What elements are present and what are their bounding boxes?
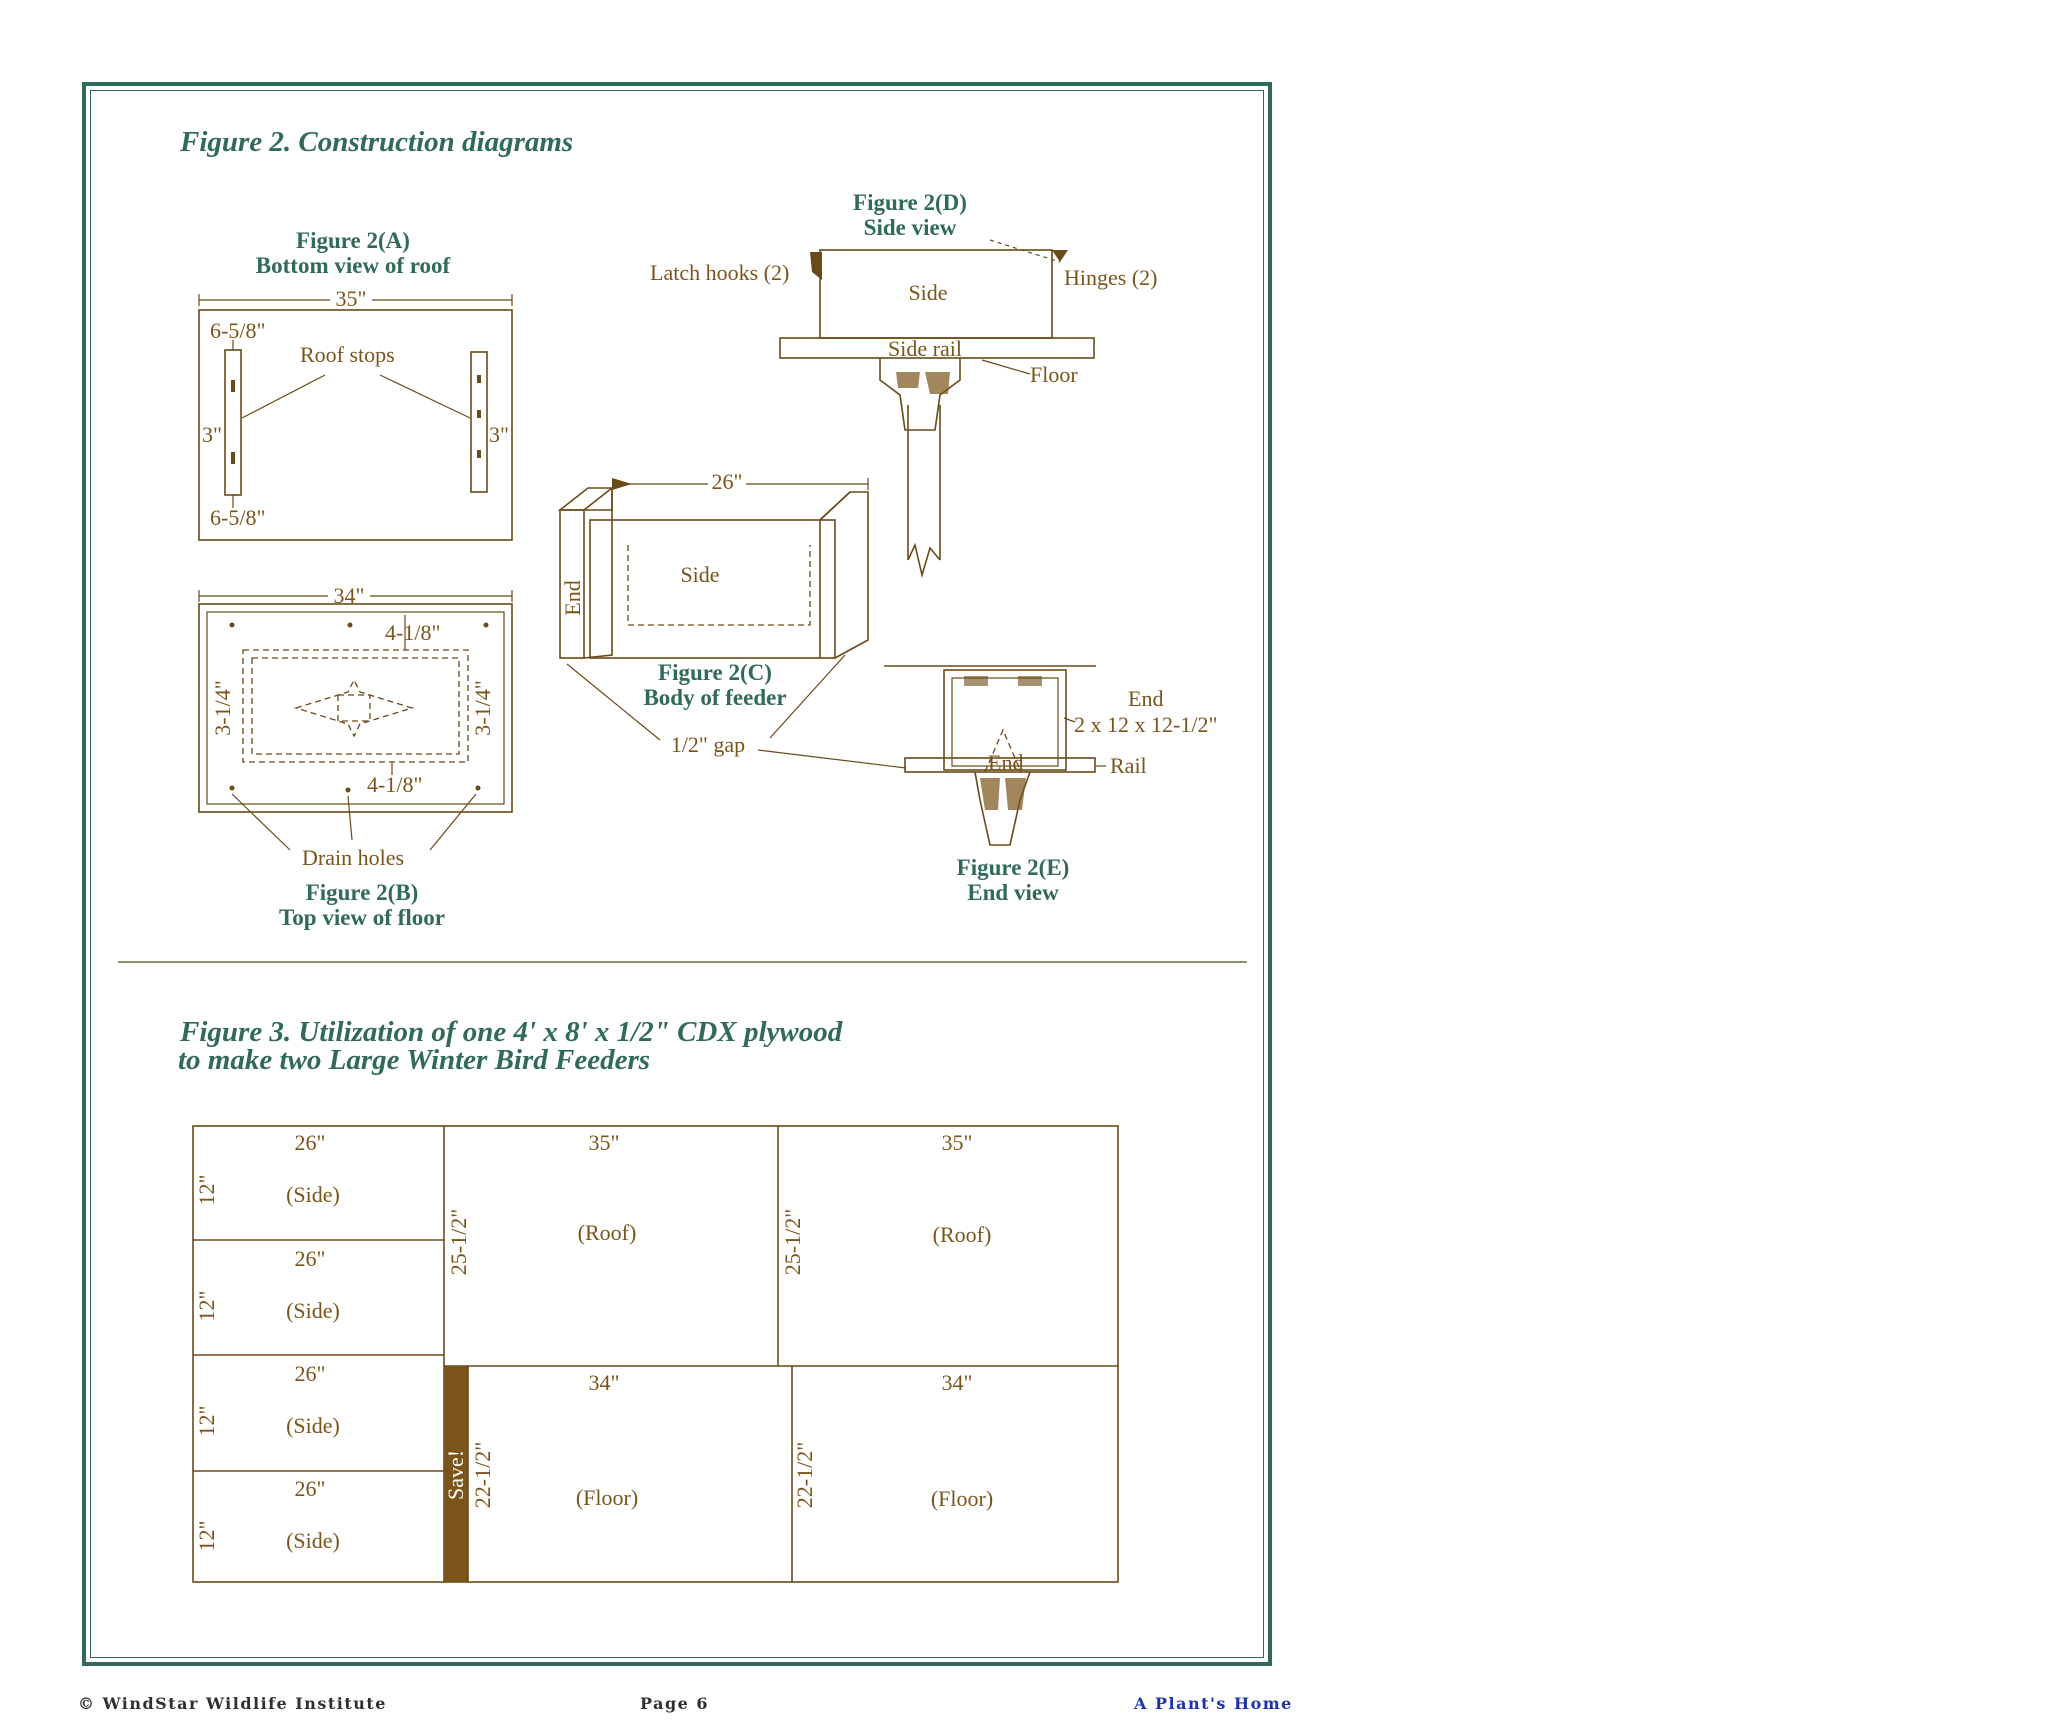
- floor-board: [779, 337, 1095, 359]
- figure2a-right-dim: 3": [489, 422, 509, 447]
- footer-page-number: Page 6: [640, 1694, 710, 1713]
- roof-piece-1: 35" (Roof) 25-1/2": [446, 1130, 636, 1275]
- figure2b-drain-holes: Drain holes: [302, 845, 404, 870]
- floor-1-width: 34": [589, 1370, 620, 1395]
- figure2b-right-dim: 3-1/4": [470, 680, 495, 735]
- figure2b-subtitle: Top view of floor: [279, 905, 445, 930]
- roof-2-label: (Roof): [933, 1222, 992, 1247]
- side-2-label: (Side): [286, 1298, 340, 1323]
- side-1-label: (Side): [286, 1182, 340, 1207]
- figure2a-left-dim: 3": [202, 422, 222, 447]
- side-piece-3: 26" (Side) 12": [194, 1361, 340, 1438]
- side-4-label: (Side): [286, 1528, 340, 1553]
- figure2d-subtitle: Side view: [864, 215, 957, 240]
- side-3-label: (Side): [286, 1413, 340, 1438]
- side-piece-2: 26" (Side) 12": [194, 1246, 340, 1323]
- side-1-height: 12": [194, 1175, 219, 1206]
- figure2a-title: Figure 2(A): [296, 228, 410, 253]
- figure2c-gap: 1/2" gap: [671, 732, 745, 757]
- figure2d-side: Side: [908, 280, 947, 305]
- figure-2b: 34" 4-1/8" 4-1/8" 3-1/4" 3-1/4" Drain ho…: [198, 583, 513, 930]
- figure-2a: Figure 2(A) Bottom view of roof 35" 6-5/…: [198, 228, 513, 541]
- roof-piece-2: 35" (Roof) 25-1/2": [780, 1130, 991, 1275]
- roof-stop-left: [224, 349, 242, 496]
- floor-2-label: (Floor): [931, 1486, 993, 1511]
- figure2e-rail: Rail: [1110, 753, 1147, 778]
- save-label: Save!: [443, 1450, 468, 1500]
- figure2d-floor: Floor: [1030, 362, 1078, 387]
- figure2d-latch: Latch hooks (2): [650, 260, 789, 285]
- floor-piece-1: 34" (Floor) 22-1/2" Save!: [443, 1370, 638, 1510]
- figure-2c: 26" Side End Figure 2(C) Body of feeder …: [557, 469, 907, 769]
- save-strip: [444, 1366, 468, 1582]
- figure2e-title: Figure 2(E): [957, 855, 1070, 880]
- figure2d-rail: Side rail: [888, 336, 962, 361]
- figure2e-inner-end: End: [988, 750, 1023, 775]
- floor-1-label: (Floor): [576, 1485, 638, 1510]
- roof-1-width: 35": [589, 1130, 620, 1155]
- footer-link-plants-home[interactable]: A Plant's Home: [1134, 1694, 1293, 1713]
- figure2b-title: Figure 2(B): [306, 880, 419, 905]
- floor-top-panel: [198, 603, 513, 813]
- roof-2-width: 35": [942, 1130, 973, 1155]
- figure2c-end: End: [560, 580, 585, 615]
- page-frame-outer: [82, 82, 1272, 1666]
- side-panel: [589, 519, 836, 659]
- roof-1-label: (Roof): [578, 1220, 637, 1245]
- figure2b-bottom-dim: 4-1/8": [367, 772, 422, 797]
- figure2a-bottom-gap: 6-5/8": [210, 505, 265, 530]
- floor-2-width: 34": [942, 1370, 973, 1395]
- footer-copyright: © WindStar Wildlife Institute: [78, 1694, 387, 1713]
- figure3-title-line1: Figure 3. Utilization of one 4' x 8' x 1…: [179, 1016, 843, 1048]
- figure2e-subtitle: End view: [967, 880, 1059, 905]
- roof-1-height: 25-1/2": [446, 1209, 471, 1275]
- figure2e-end-dims: 2 x 12 x 12-1/2": [1074, 712, 1217, 737]
- figure2c-width: 26": [712, 469, 743, 494]
- figure2b-top-dim: 4-1/8": [385, 620, 440, 645]
- side-1-width: 26": [295, 1130, 326, 1155]
- figure2c-title: Figure 2(C): [658, 660, 772, 685]
- side-3-width: 26": [295, 1361, 326, 1386]
- side-2-width: 26": [295, 1246, 326, 1271]
- side-4-width: 26": [295, 1476, 326, 1501]
- side-3-height: 12": [194, 1406, 219, 1437]
- figure2d-title: Figure 2(D): [853, 190, 967, 215]
- floor-piece-2: 34" (Floor) 22-1/2": [792, 1370, 993, 1511]
- figure2e-end: End: [1128, 686, 1163, 711]
- figure2a-roof-stops: Roof stops: [300, 342, 395, 367]
- figure2a-subtitle: Bottom view of roof: [256, 253, 451, 278]
- roof-bottom-panel: [198, 309, 513, 541]
- figure-2e: End End 2 x 12 x 12-1/2" Rail Figure 2(E…: [884, 665, 1217, 905]
- figure-2d: Figure 2(D) Side view Side Latch hooks (…: [650, 190, 1157, 579]
- floor-2-height: 22-1/2": [792, 1442, 817, 1508]
- figure2c-side: Side: [680, 562, 719, 587]
- figure2c-subtitle: Body of feeder: [643, 685, 786, 710]
- floor-1-height: 22-1/2": [470, 1442, 495, 1508]
- roof-2-height: 25-1/2": [780, 1209, 805, 1275]
- figure2-title: Figure 2. Construction diagrams: [179, 126, 573, 158]
- end-view-panel: [943, 669, 1067, 771]
- figure2a-top-gap: 6-5/8": [210, 318, 265, 343]
- figure2a-width: 35": [336, 286, 367, 311]
- side-4-height: 12": [194, 1521, 219, 1552]
- plywood-sheet: [192, 1125, 1119, 1583]
- page-frame-inner: [90, 90, 1264, 1658]
- rail-board: [904, 757, 1096, 773]
- end-panel-left: [559, 509, 585, 659]
- side-2-height: 12": [194, 1291, 219, 1322]
- plywood-layout: 26" (Side) 12" 26" (Side) 12" 26" (Side)…: [192, 1125, 1119, 1583]
- figure2d-hinges: Hinges (2): [1064, 265, 1157, 290]
- side-piece-1: 26" (Side) 12": [194, 1130, 340, 1207]
- side-piece-4: 26" (Side) 12": [194, 1476, 340, 1553]
- roof-stop-right: [470, 351, 488, 493]
- figure3-title-line2: to make two Large Winter Bird Feeders: [178, 1044, 650, 1076]
- figure2b-left-dim: 3-1/4": [210, 680, 235, 735]
